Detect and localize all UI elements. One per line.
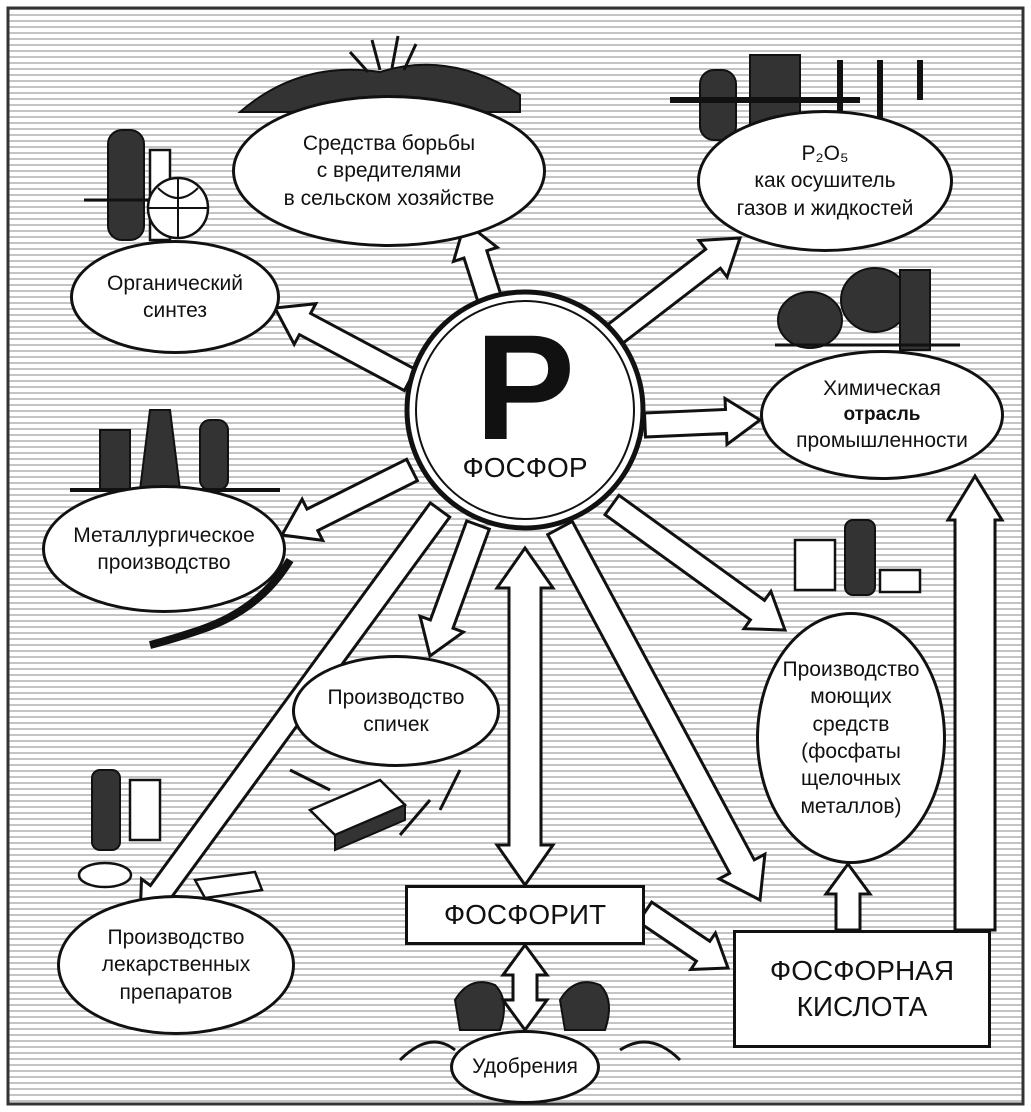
box-phosphoric-acid: ФОСФОРНАЯ КИСЛОТА (733, 930, 991, 1048)
factory-illustration-organic (84, 129, 210, 242)
node-medicines: Производство лекарственных препаратов (57, 895, 295, 1035)
center-circle-outer (404, 289, 646, 531)
box-phosphorite: ФОСФОРИТ (405, 885, 645, 945)
tanks-illustration-chemical (775, 267, 960, 351)
factory-illustration-p2o5 (670, 54, 923, 141)
node-pest-control: Средства борьбы с вредителями в сельском… (232, 95, 546, 247)
node-metallurgy: Металлургическое производство (42, 485, 286, 613)
fertilizer-bags-illustration (398, 981, 682, 1062)
chemical-industry-line-1: Химическая (823, 377, 941, 401)
arrow-to-detergents (602, 493, 788, 632)
phosphorus-label: ФОСФОР (462, 451, 588, 483)
arrow-acid-to-detergents (823, 861, 873, 932)
pharmacy-illustration (77, 769, 264, 900)
node-chemical-industry: Химическая отрасль промышленности (760, 350, 1004, 480)
node-organic-synthesis: Органический синтез (70, 240, 280, 354)
chemical-industry-line-2: отрасль (843, 403, 921, 425)
arrow-acid-to-chemical-industry (945, 473, 1005, 932)
bottle-illustration-detergents (793, 519, 922, 596)
arrow-to-matches (417, 518, 492, 659)
arrow-to-organic-synthesis (272, 301, 418, 393)
p2o5-text: как осушитель газов и жидкостей (736, 169, 914, 220)
node-fertilizers: Удобрения (450, 1030, 600, 1104)
chemical-industry-line-3: промышленности (796, 429, 968, 453)
node-detergents: Производство моющих средств (фосфаты щел… (756, 612, 946, 864)
arrow-to-chemical-industry (642, 395, 763, 448)
arrow-to-metallurgy (279, 457, 420, 543)
matchbox-illustration (289, 768, 462, 852)
phosphorus-symbol: P (474, 303, 576, 471)
arrow-to-pest-control (451, 219, 504, 306)
center-circle-inner (415, 300, 635, 520)
node-p2o5: P₂O₅ как осушитель газов и жидкостей (697, 110, 953, 252)
node-matches: Производство спичек (292, 655, 500, 767)
plant-illustration-metallurgy (70, 409, 294, 649)
arrow-to-p2o5 (600, 236, 743, 350)
arrow-phosphorite-to-acid (636, 900, 731, 972)
arrow-to-phosphoric-acid (545, 519, 767, 903)
p2o5-formula: P₂O₅ (801, 142, 849, 166)
